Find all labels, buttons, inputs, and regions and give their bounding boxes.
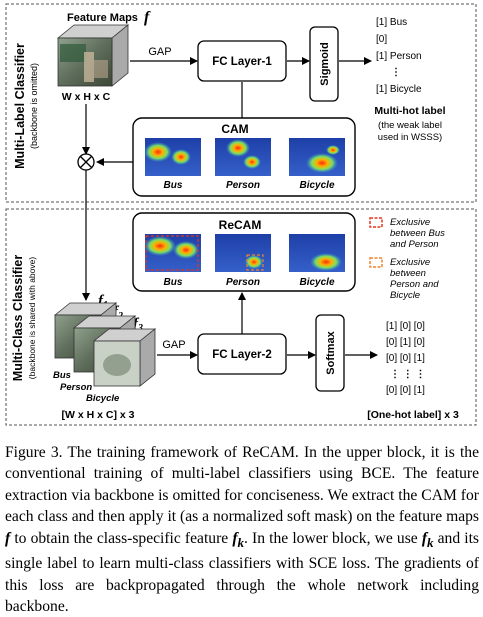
feature-symbol-f3: f3 [133, 316, 143, 334]
feature-stack-bicycle [92, 328, 157, 387]
one-hot-row-5: [0] [0] [1] [386, 385, 425, 396]
multi-hot-row-2: [0] [376, 34, 387, 45]
one-hot-row-2: [0] [1] [0] [386, 337, 425, 348]
feature-symbol: f [144, 9, 151, 26]
one-hot-row-ellipsis: ⋮ ⋮ ⋮ [390, 369, 426, 380]
caption-part-1: Figure 3. The training framework of ReCA… [5, 444, 479, 526]
fc-layer-1-label: FC Layer-1 [212, 56, 272, 68]
caption-part-3: . In the lower block, we use [244, 529, 422, 547]
cam-title: CAM [221, 122, 248, 136]
lower-block-frame [5, 208, 477, 426]
recam-label-bicycle: Bicycle [299, 277, 334, 288]
one-hot-row-1: [1] [0] [0] [386, 321, 425, 332]
multi-hot-row-ellipsis: ⋮ [391, 67, 401, 78]
multi-hot-row-bus: [1] Bus [376, 17, 407, 28]
upper-dims: W x H x C [62, 91, 111, 103]
multi-hot-row-person: [1] Person [376, 51, 422, 62]
cam-heatmap-person [215, 138, 271, 176]
softmax-label: Softmax [325, 330, 337, 374]
legend-orange-line-2: between [390, 268, 426, 279]
caption-symbol-fk-1: fk [232, 529, 245, 550]
recam-title: ReCAM [219, 218, 262, 232]
lower-dims: [W x H x C] x 3 [62, 409, 135, 421]
caption-symbol-f: f [5, 529, 11, 547]
multi-hot-note-1: (the weak label [378, 120, 442, 131]
multi-hot-note-2: used in WSSS) [378, 132, 442, 143]
upper-block-title: Multi-Label Classifier [13, 43, 27, 169]
cam-label-person: Person [226, 180, 260, 191]
multiply-node [77, 153, 95, 171]
caption-symbol-fk-2: fk [421, 529, 434, 550]
feature-maps-label: Feature Maps [67, 12, 138, 24]
caption-part-2: to obtain the class-specific feature [10, 529, 233, 547]
cam-label-bus: Bus [164, 180, 183, 191]
legend-red-line-1: Exclusive [390, 217, 430, 228]
sigmoid-box [309, 26, 339, 102]
one-hot-row-3: [0] [0] [1] [386, 353, 425, 364]
legend-orange-line-4: Bicycle [390, 290, 420, 301]
upper-block-note: (backbone is omitted) [29, 63, 39, 149]
one-hot-label: [One-hot label] x 3 [367, 409, 459, 421]
recam-heatmap-person [215, 234, 271, 272]
legend-swatch-red [369, 217, 383, 228]
one-hot-vector: [1] [0] [0] [0] [1] [0] [0] [0] [1] ⋮ ⋮ … [386, 321, 426, 396]
sigmoid-label: Sigmoid [319, 42, 331, 85]
upper-block-frame [5, 3, 477, 203]
fc-layer-2-label: FC Layer-2 [212, 349, 271, 361]
legend-red-line-3: and Person [390, 239, 439, 250]
recam-heatmap-bicycle [289, 234, 345, 272]
legend-exclusive-person-bicycle: Exclusive between Person and Bicycle [369, 257, 439, 301]
cam-heatmap-bicycle [289, 138, 345, 176]
lower-block-title: Multi-Class Classifier [11, 255, 25, 382]
feature-cube [56, 24, 130, 87]
legend-red-line-2: between Bus [390, 228, 445, 239]
legend-swatch-orange [369, 257, 383, 268]
recam-heatmap-bus [144, 234, 201, 272]
framework-diagram: Multi-Label Classifier (backbone is omit… [5, 3, 477, 426]
fc-layer-1-box [197, 40, 287, 82]
multi-hot-row-bicycle: [1] Bicycle [376, 84, 422, 95]
stack-label-bus: Bus [53, 370, 71, 381]
cam-heatmap-bus [144, 138, 201, 176]
recam-label-person: Person [226, 277, 260, 288]
lower-block-note: (backbone is shared with above) [27, 257, 37, 380]
gap-label-1: GAP [148, 46, 171, 58]
legend-orange-line-1: Exclusive [390, 257, 430, 268]
multi-hot-vector: [1] Bus [0] [1] Person ⋮ [1] Bicycle [376, 17, 422, 95]
cam-label-bicycle: Bicycle [299, 180, 334, 191]
gap-label-2: GAP [162, 339, 185, 351]
legend-exclusive-bus-person: Exclusive between Bus and Person [369, 217, 445, 250]
figure-caption: Figure 3. The training framework of ReCA… [5, 442, 479, 617]
stack-label-person: Person [60, 382, 92, 393]
legend-orange-line-3: Person and [390, 279, 439, 290]
caption-part-4: and its single label to learn multi-clas… [5, 529, 479, 615]
softmax-box [315, 314, 345, 392]
stack-label-bicycle: Bicycle [86, 393, 120, 404]
multi-hot-title: Multi-hot label [374, 105, 445, 117]
recam-label-bus: Bus [164, 277, 183, 288]
